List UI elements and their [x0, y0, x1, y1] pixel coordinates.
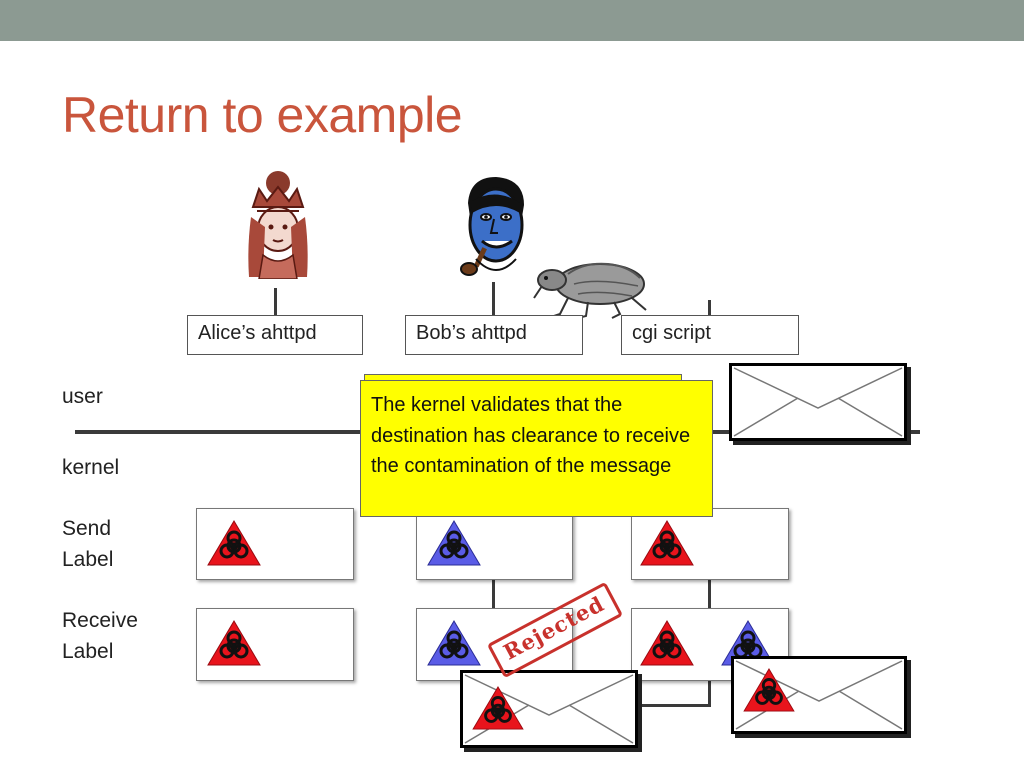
receive-label-alice — [196, 608, 354, 681]
process-alice-ahttpd: Alice’s ahttpd — [187, 315, 363, 355]
biohazard-red-icon — [207, 520, 261, 566]
cgi-bottom-connector — [708, 680, 711, 707]
send-label-alice — [196, 508, 354, 580]
message-envelope-rejected — [460, 670, 638, 748]
slide-title: Return to example — [62, 87, 463, 143]
cgi-connector — [708, 300, 711, 316]
biohazard-red-icon — [472, 686, 524, 730]
alice-queen-icon — [243, 167, 313, 279]
message-envelope-accepted — [731, 656, 907, 734]
bob-label-connector — [492, 578, 495, 610]
biohazard-blue-icon — [427, 620, 481, 666]
row-label-user: user — [62, 385, 103, 408]
biohazard-red-icon — [640, 520, 694, 566]
envelope-flap-icon — [733, 367, 903, 437]
biohazard-red-icon — [207, 620, 261, 666]
bob-pipe-man-icon — [460, 177, 524, 276]
process-bob-ahttpd: Bob’s ahttpd — [405, 315, 583, 355]
biohazard-red-icon — [640, 620, 694, 666]
biohazard-blue-icon — [427, 520, 481, 566]
cgi-envelope-connector — [633, 704, 711, 707]
top-bar — [0, 0, 1024, 41]
row-label-kernel: kernel — [62, 456, 120, 479]
bob-connector — [492, 282, 495, 316]
send-label-bob — [416, 508, 573, 580]
process-cgi-script: cgi script — [621, 315, 799, 355]
row-label-send: Send Label — [62, 517, 114, 571]
message-envelope-user — [729, 363, 907, 441]
row-label-receive: Receive Label — [62, 609, 138, 663]
kernel-validation-callout: The kernel validates that the destinatio… — [360, 380, 713, 517]
cgi-label-connector — [708, 578, 711, 610]
biohazard-red-icon — [743, 668, 795, 712]
receive-label-cgi — [631, 608, 789, 681]
receive-label-bob — [416, 608, 573, 681]
send-label-cgi — [631, 508, 789, 580]
alice-connector — [274, 288, 277, 316]
flea-bug-icon — [533, 262, 647, 319]
